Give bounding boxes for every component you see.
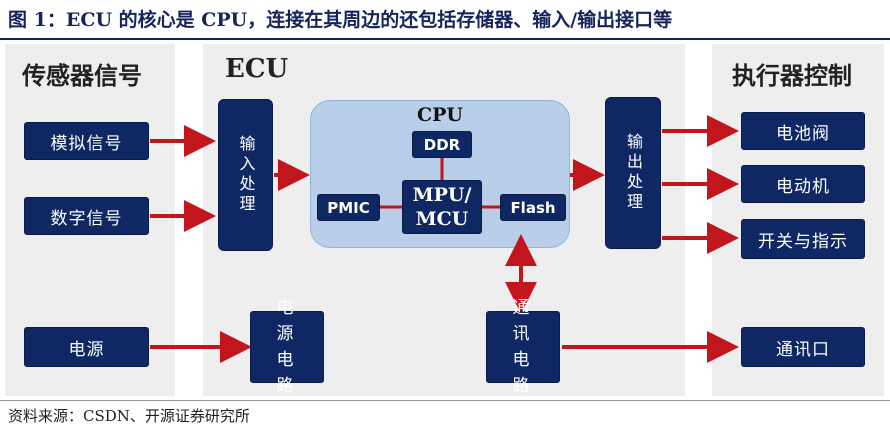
output-processing-box: 输出处理 bbox=[605, 97, 661, 249]
cpu-label: CPU bbox=[417, 104, 463, 126]
mpu-mcu-box: MPU/ MCU bbox=[402, 180, 482, 234]
comm-port-box: 通讯口 bbox=[741, 327, 865, 367]
solenoid-valve-box: 电池阀 bbox=[741, 112, 865, 150]
sensor-panel-heading: 传感器信号 bbox=[22, 61, 142, 90]
power-circuit-label: 电源电路 bbox=[276, 298, 298, 396]
analog-signal-box: 模拟信号 bbox=[24, 122, 149, 160]
actuator-panel-heading: 执行器控制 bbox=[732, 61, 852, 90]
power-box: 电源 bbox=[24, 327, 149, 367]
flash-label: Flash bbox=[510, 198, 556, 217]
flash-box: Flash bbox=[500, 194, 566, 221]
digital-signal-box: 数字信号 bbox=[24, 197, 149, 235]
title-divider bbox=[0, 38, 890, 40]
source-note: 资料来源：CSDN、开源证券研究所 bbox=[8, 407, 250, 425]
mpu-label: MPU/ bbox=[412, 184, 472, 206]
pmic-label: PMIC bbox=[327, 198, 370, 217]
bottom-divider bbox=[0, 400, 890, 401]
comm-circuit-label: 通讯电路 bbox=[512, 298, 534, 396]
pmic-box: PMIC bbox=[317, 194, 380, 221]
ddr-box: DDR bbox=[412, 131, 472, 158]
power-circuit-box: 电源电路 bbox=[250, 298, 324, 396]
motor-box: 电动机 bbox=[741, 165, 865, 203]
comm-circuit-box: 通讯电路 bbox=[486, 298, 560, 396]
ddr-label: DDR bbox=[423, 135, 461, 154]
input-processing-box: 输入处理 bbox=[218, 99, 273, 251]
ecu-panel-heading: ECU bbox=[225, 54, 289, 84]
mcu-label: MCU bbox=[415, 208, 469, 230]
figure-title: 图 1：ECU 的核心是 CPU，连接在其周边的还包括存储器、输入/输出接口等 bbox=[8, 9, 673, 31]
switch-indicator-box: 开关与指示 bbox=[741, 219, 865, 259]
